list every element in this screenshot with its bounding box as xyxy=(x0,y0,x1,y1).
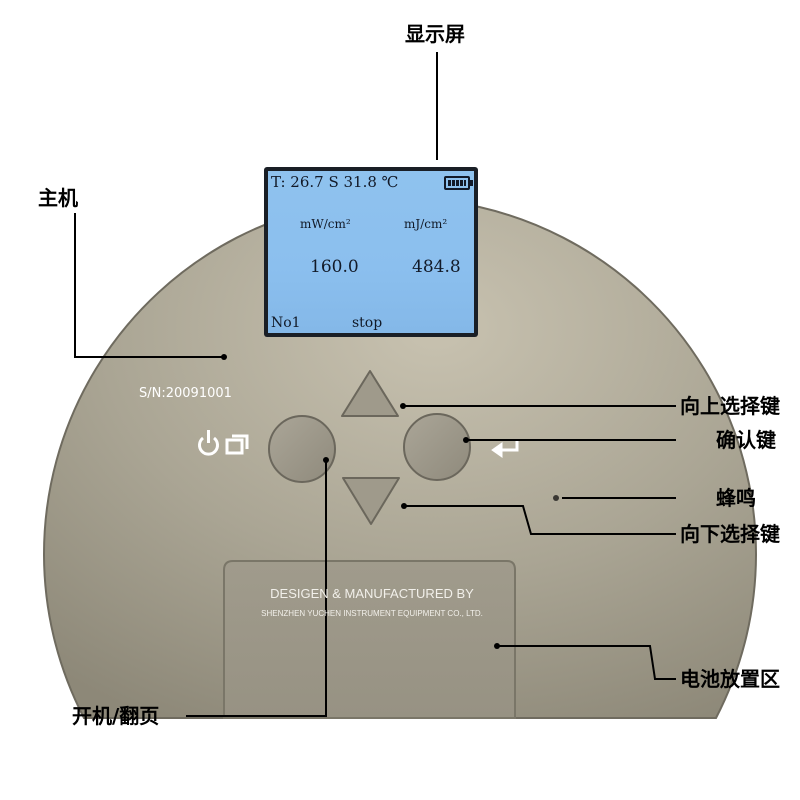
callout-power-page: 开机/翻页 xyxy=(72,704,160,728)
power-page-button[interactable] xyxy=(268,415,336,483)
callout-battery-bay: 电池放置区 xyxy=(680,667,780,691)
leader-battery-bay xyxy=(497,645,676,680)
measurement-status: stop xyxy=(352,315,383,331)
callout-down-key: 向下选择键 xyxy=(680,522,780,546)
callout-buzzer: 蜂鸣 xyxy=(716,486,756,510)
manufacturer-line-2: SHENZHEN YUCHEN INSTRUMENT EQUIPMENT CO.… xyxy=(261,609,483,618)
energy-unit: mJ/cm² xyxy=(404,217,448,231)
leader-main-unit xyxy=(74,213,224,358)
callout-confirm-key: 确认键 xyxy=(716,428,776,452)
irradiance-value: 160.0 xyxy=(310,257,359,277)
up-arrow-icon[interactable] xyxy=(341,370,399,417)
record-number: No1 xyxy=(271,315,301,331)
display-screen: T: 26.7 S 31.8 ℃ mW/cm² mJ/cm² 160.0 484… xyxy=(264,167,478,337)
leader-down-key xyxy=(404,505,676,535)
manufacturer-line-1: DESIGEN & MANUFACTURED BY xyxy=(270,586,474,601)
enter-icon xyxy=(491,439,519,458)
power-icon xyxy=(198,430,219,456)
display-backlight: T: 26.7 S 31.8 ℃ mW/cm² mJ/cm² 160.0 484… xyxy=(268,171,474,333)
energy-value: 484.8 xyxy=(412,257,461,277)
battery-compartment xyxy=(223,560,516,719)
down-arrow-icon[interactable] xyxy=(342,477,400,525)
callout-up-key: 向上选择键 xyxy=(680,394,780,418)
irradiance-unit: mW/cm² xyxy=(300,217,351,231)
callout-display: 显示屏 xyxy=(405,22,465,46)
battery-icon xyxy=(444,176,473,190)
battery-level-fill xyxy=(448,180,466,186)
leader-lines xyxy=(74,52,676,717)
page-icon xyxy=(225,434,249,455)
leader-power-page xyxy=(186,460,327,717)
leader-dots xyxy=(221,354,500,649)
buzzer-hole xyxy=(553,495,559,501)
callout-main-unit: 主机 xyxy=(38,186,78,210)
confirm-button[interactable] xyxy=(403,413,471,481)
serial-number: S/N:20091001 xyxy=(139,386,232,401)
model-label: SDR-UVA xyxy=(318,131,424,156)
temperature-readout: T: 26.7 S 31.8 ℃ xyxy=(271,173,399,191)
